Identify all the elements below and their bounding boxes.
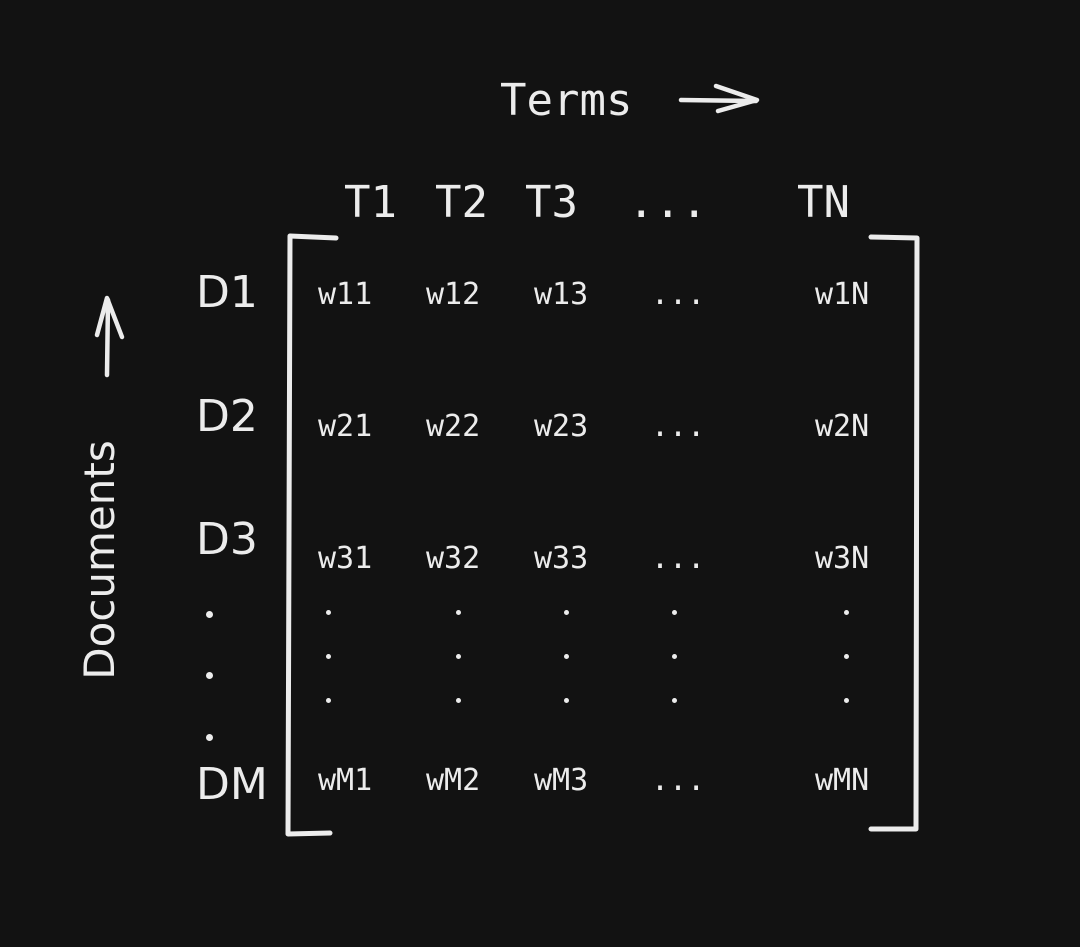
vertical-ellipsis-dot	[564, 698, 569, 703]
matrix-cell: w13	[534, 277, 589, 312]
matrix-cell: w21	[318, 409, 373, 444]
matrix-cell: w23	[534, 409, 589, 444]
matrix-cell: wM3	[534, 763, 589, 798]
vertical-ellipsis-dot	[844, 654, 849, 659]
matrix-cell: ...	[651, 277, 706, 312]
matrix-cell: w33	[534, 541, 589, 576]
row-header-d3: D3	[196, 514, 258, 565]
arrow-up-icon	[94, 295, 125, 378]
column-header-tn: TN	[797, 177, 850, 228]
matrix-cell: wM2	[426, 763, 481, 798]
right-bracket	[868, 234, 920, 832]
matrix-cell: wM1	[318, 763, 373, 798]
row-ellipsis-dot	[206, 672, 213, 679]
vertical-ellipsis-dot	[564, 610, 569, 615]
column-header-t1: T1	[344, 177, 397, 228]
vertical-ellipsis-dot	[672, 654, 677, 659]
matrix-cell: ...	[651, 409, 706, 444]
column-header-t3: T3	[525, 177, 578, 228]
vertical-ellipsis-dot	[844, 698, 849, 703]
column-header-ellipsis: ...	[628, 177, 708, 228]
row-header-d1: D1	[196, 267, 258, 318]
vertical-ellipsis-dot	[326, 698, 331, 703]
vertical-ellipsis-dot	[326, 610, 331, 615]
row-header-dm: DM	[196, 759, 268, 810]
matrix-cell: ...	[651, 763, 706, 798]
vertical-ellipsis-dot	[456, 698, 461, 703]
vertical-ellipsis-dot	[672, 610, 677, 615]
row-ellipsis-dot	[206, 611, 213, 618]
arrow-right-icon	[678, 83, 760, 114]
matrix-cell: w1N	[815, 277, 870, 312]
matrix-cell: w11	[318, 277, 373, 312]
vertical-ellipsis-dot	[326, 654, 331, 659]
terms-axis-label: Terms	[500, 75, 633, 126]
matrix-cell: w31	[318, 541, 373, 576]
matrix-cell: wMN	[815, 763, 870, 798]
row-header-d2: D2	[196, 391, 258, 442]
vertical-ellipsis-dot	[672, 698, 677, 703]
column-header-t2: T2	[435, 177, 488, 228]
vertical-ellipsis-dot	[564, 654, 569, 659]
left-bracket	[285, 233, 339, 837]
vertical-ellipsis-dot	[456, 654, 461, 659]
matrix-cell: w3N	[815, 541, 870, 576]
matrix-cell: w22	[426, 409, 481, 444]
row-ellipsis-dot	[206, 734, 213, 741]
matrix-cell: w12	[426, 277, 481, 312]
matrix-cell: w32	[426, 541, 481, 576]
matrix-cell: w2N	[815, 409, 870, 444]
vertical-ellipsis-dot	[456, 610, 461, 615]
vertical-ellipsis-dot	[844, 610, 849, 615]
matrix-cell: ...	[651, 541, 706, 576]
